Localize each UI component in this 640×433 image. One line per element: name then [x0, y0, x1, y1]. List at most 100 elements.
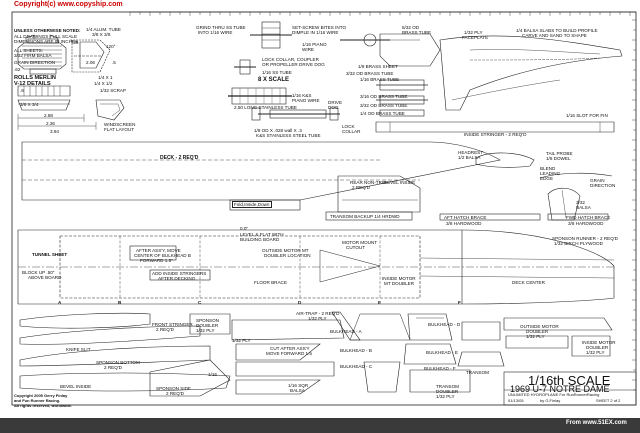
title-subtitle: UNLIMITED HYDROPLANE For RunRunnerRacing [508, 392, 600, 397]
fin-ply: 1/32 PLY [464, 30, 483, 35]
engine-scrap: 1/32 SCRAP [100, 88, 127, 93]
outside-doubler-1: OUTSIDE MOTOR [520, 324, 559, 329]
sponson-side-req: 2 REQ'D [166, 391, 184, 396]
engine-dim-25: .25 [72, 40, 79, 45]
drive-long-tube: 2.50 LONG STAINLESS TUBE [234, 105, 297, 110]
tail-probe-label: TAIL PROBE [546, 151, 573, 156]
headrest-drawing [475, 152, 613, 221]
tail-fin-drawing [439, 35, 623, 111]
inside-doubler-3: 1/32 PLY [586, 350, 605, 355]
copyright-line-3: All rights reserved, worldwide. [14, 403, 73, 408]
hull-floor-brace: FLOOR BRACE [254, 280, 287, 285]
hull-outside-motor: OUTSIDE MOTOR MT [262, 248, 309, 253]
engine-alum-tube: 1/4 ALUM. TUBE [86, 27, 121, 32]
station-f: F [458, 300, 461, 305]
brass-3: 3/32 OD BRASS TUBE [346, 71, 394, 76]
copyright-line-2: and Fun Runner Racing. [14, 398, 61, 403]
watermark-text: From www.51EX.com [566, 420, 627, 426]
merlin-engine-drawing [17, 34, 125, 130]
note-unless: UNLESS OTHERWISE NOTED: [14, 28, 81, 33]
ply-32-label: 1/32 PLY [232, 338, 251, 343]
hull-above-board: ABOVE BOARD [28, 275, 62, 280]
hull-inside-motor: INSIDE MOTOR [382, 276, 416, 281]
engine-windscreen: WINDSCREEN [104, 122, 136, 127]
bevel-inside-2: BEVEL INSIDE [60, 384, 92, 389]
hull-after-decking: AFTER DECKING [158, 276, 196, 281]
bulkhead-b-label: BULKHEAD - B [340, 348, 372, 353]
engine-dim-236: 2.36 [46, 121, 55, 126]
rear-nontrip-drawing [229, 175, 609, 221]
engine-dim-14x12: 1/4 X 1/2 [94, 81, 113, 86]
drive-dog: DOG [328, 105, 339, 110]
rear-bevel-inside: BEVEL INSIDE [384, 180, 416, 185]
ply-16-label: 1/16 [208, 372, 217, 377]
sponson-runner-birch: 1/32 BIRCH PLYWOOD [554, 241, 603, 246]
engine-x34: 3/8 X 3/4 [20, 102, 39, 107]
drive-ss-116: 1/16 K&S [292, 93, 312, 98]
title-date: 01/13/05 [508, 398, 524, 403]
fwd-hatch-hardwood: 3/8 HARDWOOD [568, 221, 604, 226]
tunnel-sheet-label: TUNNEL SHEET [32, 252, 68, 257]
rear-nontrip-req: 2 REQ'D [352, 185, 370, 190]
sponson-doubler-2: DOUBLER [196, 323, 219, 328]
hull-motor-mount: MOTOR MOUNT [342, 240, 378, 245]
fwd-hatch-label: FWD HATCH BRACE [566, 215, 611, 220]
station-e: E [378, 300, 382, 305]
bulkhead-a-label: BULKHEAD - A [330, 329, 362, 334]
rudder-assembly-drawing [376, 33, 441, 117]
outside-doubler-3: 1/32 PLY [526, 334, 545, 339]
transom-doubler-2: DOUBLER [436, 389, 459, 394]
drive-piano: 1/16 PIANO [302, 42, 327, 47]
hull-dim-0: 0.0" [240, 226, 249, 231]
outside-doubler-2: DOUBLER [526, 329, 549, 334]
drive-ks-tube: K&S STAINLESS STEEL TUBE [256, 133, 321, 138]
transom-label: TRANSOM [466, 370, 489, 375]
bulkhead-f-label: BULKHEAD - F [424, 366, 456, 371]
transom-doubler-1: TRANSOM [436, 384, 459, 389]
bulkhead-d-label: BULKHEAD - D [428, 322, 461, 327]
fin-direction: DIRECTION [590, 183, 616, 188]
hull-cutout: CUTOUT [346, 245, 366, 250]
drive-setscrew: SET-SCREW BITES INTO [292, 25, 347, 30]
bulkhead-e-label: BULKHEAD - E [426, 350, 458, 355]
headrest-balsa: 1/2 BALSA [458, 155, 481, 160]
balsa-16-label-2: BALSA [290, 388, 305, 393]
watermark-bar [0, 418, 640, 433]
fin-faceplate: FACEPLATE [462, 35, 489, 40]
hull-block-up: BLOCK UP .50" [22, 270, 55, 275]
bulkhead-c-label: BULKHEAD - C [340, 364, 373, 369]
move-forward: MOVE FORWARD 1.5 [266, 351, 312, 356]
aft-hatch-label: AFT HATCH BRACE [444, 215, 487, 220]
drive-lock-collar: LOCK COLLAR, COUPLER [262, 57, 319, 62]
hull-after-assy: AFTER ASS'Y, MOVE [136, 248, 181, 253]
drive-wire: WIRE [302, 47, 314, 52]
title-name: 1969 U-7 NOTRE DAME [510, 384, 610, 394]
deck-label: DECK - 2 REQ'D [160, 155, 199, 161]
inside-doubler-2: DOUBLER [586, 345, 609, 350]
bulkheads-drawing [331, 311, 613, 393]
transom-doubler-3: 1/32 PLY [436, 394, 455, 399]
fin-carve: CARVE AND SAND TO SHAPE [522, 33, 587, 38]
sponson-drawing [19, 312, 345, 397]
sponson-runner-label: SPONSON RUNNER - 2 REQ'D [552, 236, 618, 241]
hull-forward: FORWARD 1.5" [140, 258, 173, 263]
fold-inside-label: Fold,Inside,Down [232, 201, 272, 209]
fin-slot: 1/16 SLOT FOR FIN [566, 113, 608, 118]
brass-7: 1/4 OD BRASS TUBE [360, 111, 405, 116]
brass-6: 3/32 OD BRASS TUBE [360, 103, 408, 108]
tail-probe-dowel: 1/8 DOWEL [546, 156, 571, 161]
note-grain: GRAIN DIRECTION [14, 60, 56, 65]
title-scale: 1/16th SCALE [528, 373, 611, 388]
engine-alum-dims: 3/8 X 3/8 [92, 32, 111, 37]
hull-center-bulkhead: CENTER OF BULKHEAD B [134, 253, 191, 258]
aft-hatch-hardwood: 3/8 HARDWOOD [446, 221, 482, 226]
brass-5: 3/16 OD BRASS TUBE [360, 94, 408, 99]
station-d: D [298, 300, 302, 305]
drive-od-tube: 1/8 OD X .028 wall X .3 [254, 128, 302, 133]
drive-piano-wire: PIANO WIRE [292, 98, 320, 103]
station-b: B [118, 300, 122, 305]
hull-building-board: BUILDING BOARD [240, 237, 280, 242]
cut-after-assy: CUT AFTER ASS'Y [270, 346, 310, 351]
headrest-label: HEADREST [458, 150, 484, 155]
fin-grain: GRAIN [590, 178, 605, 183]
